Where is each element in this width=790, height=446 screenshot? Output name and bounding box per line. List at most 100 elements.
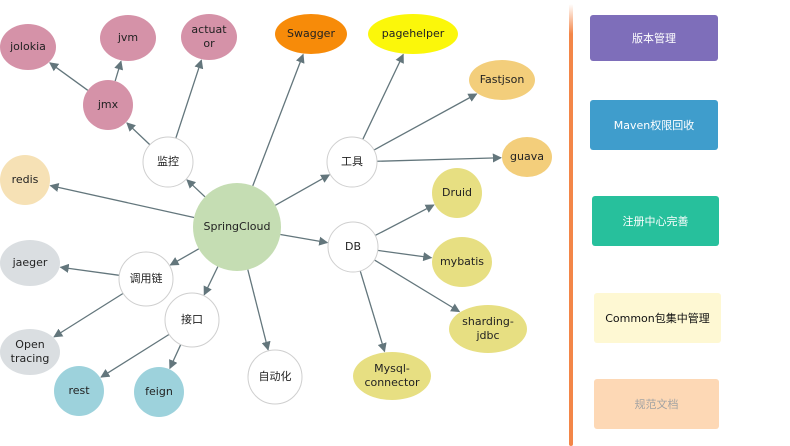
node-shape [118, 251, 174, 307]
node-jaeger[interactable]: jaeger [0, 240, 60, 286]
edge-jiekou-rest [100, 333, 170, 378]
node-shape [0, 329, 60, 375]
node-label: SpringCloud [204, 220, 271, 233]
node-label: Mysql-connector [364, 362, 420, 389]
node-jolokia[interactable]: jolokia [0, 24, 56, 70]
node-shape [432, 237, 492, 287]
edge-springcloud-jiekou [203, 266, 219, 296]
edge-gongju-guava [376, 153, 502, 163]
node-monitoring[interactable]: 监控 [142, 136, 194, 188]
node-automation[interactable]: 自动化 [247, 349, 303, 405]
node-shape [0, 155, 50, 205]
node-shape [181, 14, 237, 60]
box-label: Common包集中管理 [605, 312, 710, 325]
timeline-divider [569, 4, 573, 446]
box-registry-center[interactable]: 注册中心完善 [592, 196, 719, 246]
node-jmx[interactable]: jmx [83, 80, 133, 130]
node-label: jolokia [9, 40, 46, 53]
node-shape [193, 183, 281, 271]
node-shape [368, 14, 458, 54]
node-label: redis [12, 173, 39, 186]
edge-db-mybatis [377, 249, 433, 262]
node-pagehelper[interactable]: pagehelper [368, 14, 458, 54]
node-shape [247, 349, 303, 405]
edge-diaoyonglian-opentracing [53, 292, 124, 338]
node-shape [164, 292, 220, 348]
node-druid[interactable]: Druid [432, 168, 482, 218]
node-guava[interactable]: guava [502, 137, 552, 177]
node-shape [449, 305, 527, 353]
node-label: rest [68, 384, 90, 397]
box-common-package[interactable]: Common包集中管理 [594, 293, 721, 343]
node-shape [0, 24, 56, 70]
node-label: Fastjson [480, 73, 525, 86]
node-shape [469, 60, 535, 100]
node-mysql[interactable]: Mysql-connector [353, 352, 431, 400]
node-call-chain[interactable]: 调用链 [118, 251, 174, 307]
box-version-management[interactable]: 版本管理 [590, 15, 718, 61]
edge-springcloud-db [280, 233, 329, 246]
edge-springcloud-redis [49, 182, 195, 219]
node-shape [502, 137, 552, 177]
edge-springcloud-gongju [274, 174, 331, 206]
box-maven-permission[interactable]: Maven权限回收 [590, 100, 718, 150]
node-rest[interactable]: rest [54, 366, 104, 416]
node-label: sharding-jdbc [462, 315, 514, 342]
node-shape [142, 136, 194, 188]
node-shape [432, 168, 482, 218]
node-shape [353, 352, 431, 400]
node-label: jvm [117, 31, 138, 44]
box-label: 版本管理 [632, 32, 676, 45]
node-redis[interactable]: redis [0, 155, 50, 205]
edge-jmx-jolokia [49, 62, 89, 91]
node-label: jmx [97, 98, 119, 111]
node-label: feign [145, 385, 173, 398]
node-label: DB [345, 240, 361, 253]
edge-db-druid [374, 204, 435, 237]
edge-gongju-fastjson [373, 93, 478, 151]
box-label: 规范文档 [634, 398, 679, 411]
box-spec-docs[interactable]: 规范文档 [594, 379, 719, 429]
node-label: 监控 [157, 154, 179, 168]
edge-diaoyonglian-jaeger [59, 263, 120, 276]
node-interface[interactable]: 接口 [164, 292, 220, 348]
node-label: jaeger [12, 256, 48, 269]
node-label: pagehelper [382, 27, 445, 40]
node-shape [54, 366, 104, 416]
node-label: 接口 [181, 313, 203, 326]
node-shape [327, 221, 379, 273]
node-label: mybatis [440, 255, 484, 268]
node-tools[interactable]: 工具 [326, 136, 378, 188]
node-feign[interactable]: feign [134, 367, 184, 417]
edge-db-mysql [359, 270, 387, 353]
node-shape [83, 80, 133, 130]
node-label: guava [510, 150, 544, 163]
node-springcloud[interactable]: SpringCloud [193, 183, 281, 271]
edge-jiankong-actuator [175, 59, 204, 139]
edge-springcloud-jiankong [186, 179, 206, 198]
node-sharding[interactable]: sharding-jdbc [449, 305, 527, 353]
node-label: 调用链 [130, 271, 163, 285]
node-db[interactable]: DB [327, 221, 379, 273]
edge-jiekou-feign [169, 344, 182, 370]
box-label: 注册中心完善 [622, 215, 689, 228]
node-label: 工具 [341, 155, 363, 168]
node-label: Druid [442, 186, 472, 199]
node-fastjson[interactable]: Fastjson [469, 60, 535, 100]
edge-db-sharding [374, 259, 461, 313]
node-swagger[interactable]: Swagger [275, 14, 347, 54]
edge-gongju-pagehelper [362, 53, 404, 140]
edge-jmx-jvm [114, 60, 124, 82]
node-shape [0, 240, 60, 286]
node-shape [275, 14, 347, 54]
node-mybatis[interactable]: mybatis [432, 237, 492, 287]
node-jvm[interactable]: jvm [100, 15, 156, 61]
node-shape [326, 136, 378, 188]
edge-jiankong-jmx [126, 122, 151, 146]
node-label: Swagger [287, 27, 335, 40]
